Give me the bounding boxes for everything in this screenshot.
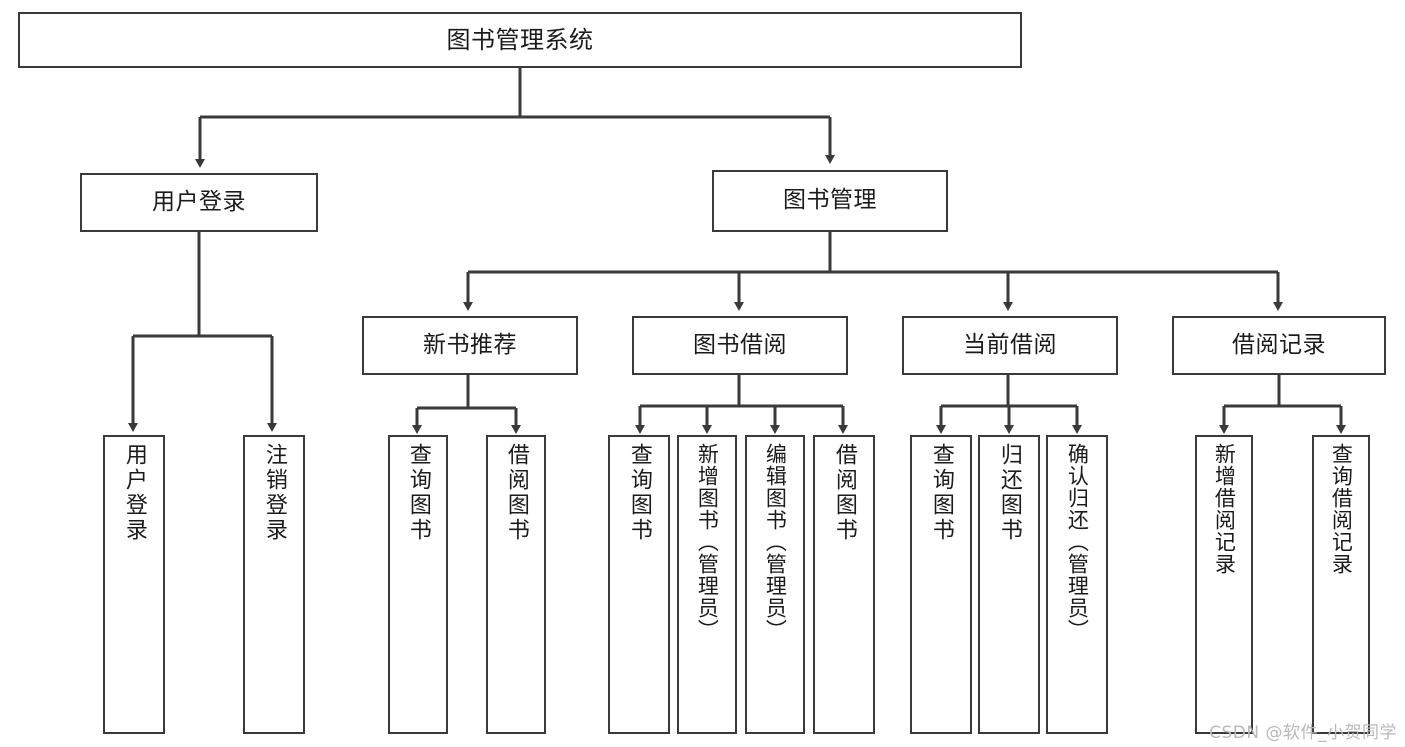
leaf-logout-login[interactable]: 注销登录 xyxy=(243,435,305,734)
node-label: 用户登录 xyxy=(152,188,246,215)
node-label: 图书借阅 xyxy=(693,331,787,358)
node-label: 查询图书 xyxy=(626,443,652,543)
leaf-edit-book-admin[interactable]: 编辑图书（管理员） xyxy=(745,435,805,734)
node-label: 新增图书（管理员） xyxy=(695,443,720,641)
leaf-add-borrow-record[interactable]: 新增借阅记录 xyxy=(1195,435,1253,734)
node-borrow-record[interactable]: 借阅记录 xyxy=(1172,316,1386,375)
node-label: 确认归还（管理员） xyxy=(1065,443,1090,641)
leaf-query-book-recommend[interactable]: 查询图书 xyxy=(388,435,448,734)
node-label: 查询借阅记录 xyxy=(1329,443,1354,575)
node-label: 用户登录 xyxy=(121,443,147,543)
node-label: 注销登录 xyxy=(261,443,287,543)
node-book-management[interactable]: 图书管理 xyxy=(712,170,948,232)
node-label: 借阅记录 xyxy=(1232,331,1326,358)
node-label: 图书管理系统 xyxy=(446,25,594,54)
node-label: 借阅图书 xyxy=(831,443,857,543)
node-new-book-recommend[interactable]: 新书推荐 xyxy=(362,316,578,375)
leaf-borrow-book-recommend[interactable]: 借阅图书 xyxy=(486,435,546,734)
node-label: 查询图书 xyxy=(928,443,954,543)
node-root-book-management-system[interactable]: 图书管理系统 xyxy=(18,12,1022,68)
node-label: 归还图书 xyxy=(996,443,1022,543)
node-label: 新增借阅记录 xyxy=(1212,443,1237,575)
leaf-confirm-return-admin[interactable]: 确认归还（管理员） xyxy=(1046,435,1108,734)
node-book-borrow[interactable]: 图书借阅 xyxy=(632,316,848,375)
leaf-query-borrow-record[interactable]: 查询借阅记录 xyxy=(1312,435,1370,734)
leaf-add-book-admin[interactable]: 新增图书（管理员） xyxy=(677,435,737,734)
csdn-watermark: CSDN @软件_小贺同学 xyxy=(1209,723,1397,743)
leaf-borrow-book[interactable]: 借阅图书 xyxy=(813,435,875,734)
node-label: 新书推荐 xyxy=(423,331,517,358)
node-user-login[interactable]: 用户登录 xyxy=(80,173,318,232)
node-label: 查询图书 xyxy=(405,443,431,543)
node-label: 编辑图书（管理员） xyxy=(763,443,788,641)
leaf-query-book-borrow[interactable]: 查询图书 xyxy=(608,435,670,734)
node-label: 当前借阅 xyxy=(963,331,1057,358)
leaf-query-book-current[interactable]: 查询图书 xyxy=(910,435,972,734)
leaf-user-login[interactable]: 用户登录 xyxy=(103,435,165,734)
leaf-return-book[interactable]: 归还图书 xyxy=(978,435,1040,734)
node-label: 图书管理 xyxy=(783,187,877,214)
node-current-borrow[interactable]: 当前借阅 xyxy=(902,316,1118,375)
node-label: 借阅图书 xyxy=(503,443,529,543)
